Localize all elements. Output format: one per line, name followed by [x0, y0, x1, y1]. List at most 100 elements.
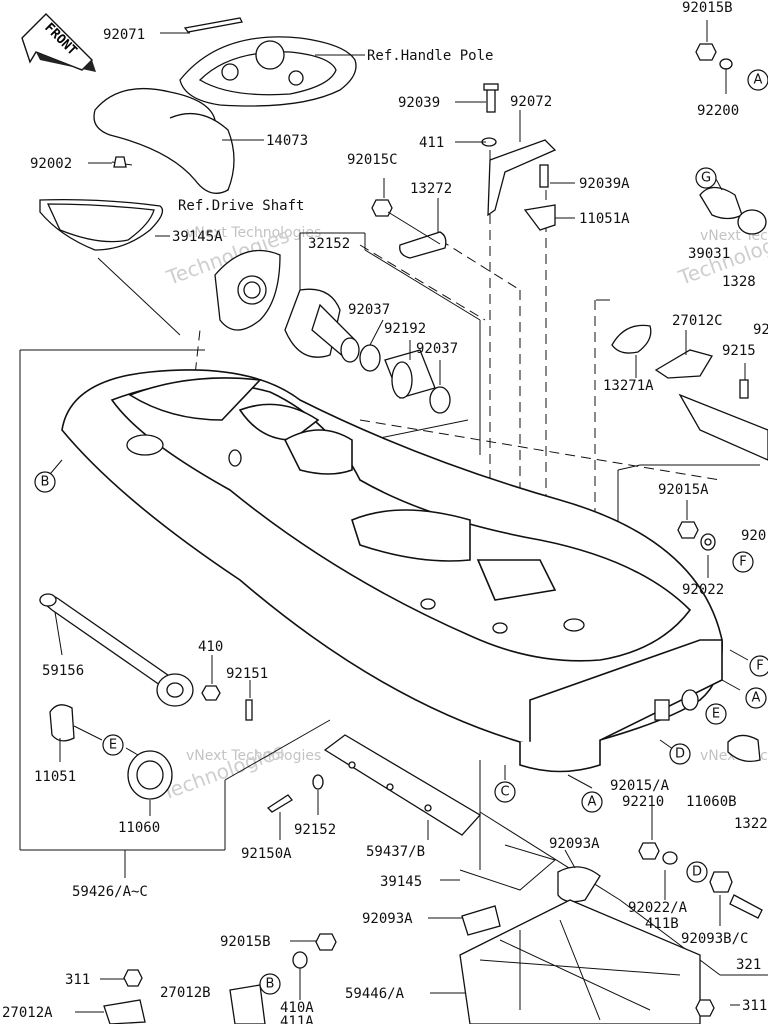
cover-39031 — [699, 186, 767, 235]
svg-text:E: E — [109, 738, 117, 753]
label-411a: 411A — [280, 1014, 314, 1024]
label-92093a-2: 92093A — [362, 911, 413, 927]
label-92015a2: 92015/A — [610, 778, 670, 794]
callout-d-lower: D — [686, 861, 708, 883]
callout-b-hull: B — [34, 471, 56, 493]
nut-92015b — [695, 43, 717, 61]
handle-pole-grip — [93, 87, 235, 194]
grate-59446 — [459, 899, 701, 1024]
rod-39145 — [459, 844, 557, 891]
drive-shaft-flange — [214, 249, 281, 331]
svg-text:A: A — [588, 795, 597, 810]
bolt-9215 — [739, 379, 749, 399]
handle-pole-cover — [179, 17, 357, 107]
label-92150a: 92150A — [241, 846, 292, 862]
bolt-92151 — [245, 699, 253, 721]
bolt-92039a — [539, 164, 549, 188]
label-311: 311 — [65, 972, 90, 988]
cover-11060b — [727, 734, 761, 763]
label-92093bc: 92093B/C — [681, 931, 748, 947]
svg-text:A: A — [754, 73, 763, 88]
callout-g: G — [695, 167, 717, 189]
callout-e-right: E — [705, 703, 727, 725]
label-410: 410 — [198, 639, 223, 655]
washer-92152 — [312, 774, 324, 790]
callout-b-bottom: B — [259, 973, 281, 995]
callout-f-right: F — [732, 551, 754, 573]
clamp-92037-a — [359, 344, 381, 372]
label-32152: 32152 — [308, 236, 350, 252]
washer-410a — [292, 951, 308, 969]
label-39145: 39145 — [380, 874, 422, 890]
hull-body — [61, 369, 723, 773]
hose-92192 — [384, 349, 436, 399]
label-92039a: 92039A — [579, 176, 630, 192]
label-59156: 59156 — [42, 663, 84, 679]
gasket-11060 — [127, 750, 173, 800]
bracket-27012c — [654, 349, 713, 379]
bracket-13272 — [399, 231, 447, 259]
callout-a-top: A — [747, 69, 768, 91]
bracket-27012a — [103, 969, 146, 1024]
label-9215: 9215 — [722, 343, 756, 359]
callout-c: C — [494, 781, 516, 803]
nut-92015c — [371, 199, 393, 217]
cover-11051 — [49, 704, 75, 742]
svg-text:vNext Technologies: vNext Technologies — [186, 225, 321, 241]
label-92022a: 92022/A — [628, 900, 688, 916]
label-92210: 92210 — [622, 794, 664, 810]
label-ref-drive-shaft: Ref.Drive Shaft — [178, 198, 304, 214]
label-92152: 92152 — [294, 822, 336, 838]
label-411: 411 — [419, 135, 444, 151]
side-rail — [678, 393, 768, 461]
label-11060b: 11060B — [686, 794, 737, 810]
label-1322: 1322 — [734, 816, 768, 832]
bolt-92002 — [111, 156, 133, 168]
svg-text:F: F — [739, 555, 746, 570]
bracket-11051a — [523, 204, 556, 231]
label-92015b-bottom: 92015B — [220, 934, 271, 950]
label-411b: 411B — [645, 916, 679, 932]
label-311-right: 311 — [742, 998, 767, 1014]
label-27012c: 27012C — [672, 313, 723, 329]
svg-text:A: A — [752, 691, 761, 706]
label-27012a: 27012A — [2, 1005, 53, 1021]
label-92002: 92002 — [30, 156, 72, 172]
label-92015c: 92015C — [347, 152, 398, 168]
label-92072: 92072 — [510, 94, 552, 110]
bolt-right-bottom — [695, 871, 763, 1017]
callout-a-bottom: A — [581, 791, 603, 813]
bolt-92150a — [266, 794, 293, 813]
label-13272: 13272 — [410, 181, 452, 197]
svg-text:D: D — [692, 865, 702, 880]
label-59426: 59426/A~C — [72, 884, 148, 900]
fitting-flange — [156, 673, 194, 707]
svg-text:F: F — [756, 659, 763, 674]
washer-92210 — [638, 842, 678, 865]
label-92037-b: 92037 — [416, 341, 458, 357]
label-92015a: 92015A — [658, 482, 709, 498]
svg-text:B: B — [41, 475, 50, 490]
leader-lines — [44, 20, 749, 1013]
label-11051a: 11051A — [579, 211, 630, 227]
label-27012b: 27012B — [160, 985, 211, 1001]
front-arrow-marker: FRONT — [21, 13, 96, 72]
svg-text:vNext Technologies: vNext Technologies — [186, 748, 321, 764]
bolt-92039 — [483, 83, 499, 113]
washer-92200 — [719, 58, 733, 70]
label-92093a: 92093A — [549, 836, 600, 852]
bracket-27012b — [229, 984, 266, 1024]
svg-text:C: C — [500, 785, 509, 800]
clamp-92037-b — [429, 386, 451, 414]
label-59437b: 59437/B — [366, 844, 425, 860]
label-59446a: 59446/A — [345, 986, 405, 1002]
label-11051: 11051 — [34, 769, 76, 785]
pad-92093a — [461, 866, 601, 936]
label-92015b-top: 92015B — [682, 0, 733, 16]
label-321: 321 — [736, 957, 761, 973]
svg-text:E: E — [712, 707, 720, 722]
svg-text:G: G — [701, 171, 711, 186]
label-14073: 14073 — [266, 133, 308, 149]
